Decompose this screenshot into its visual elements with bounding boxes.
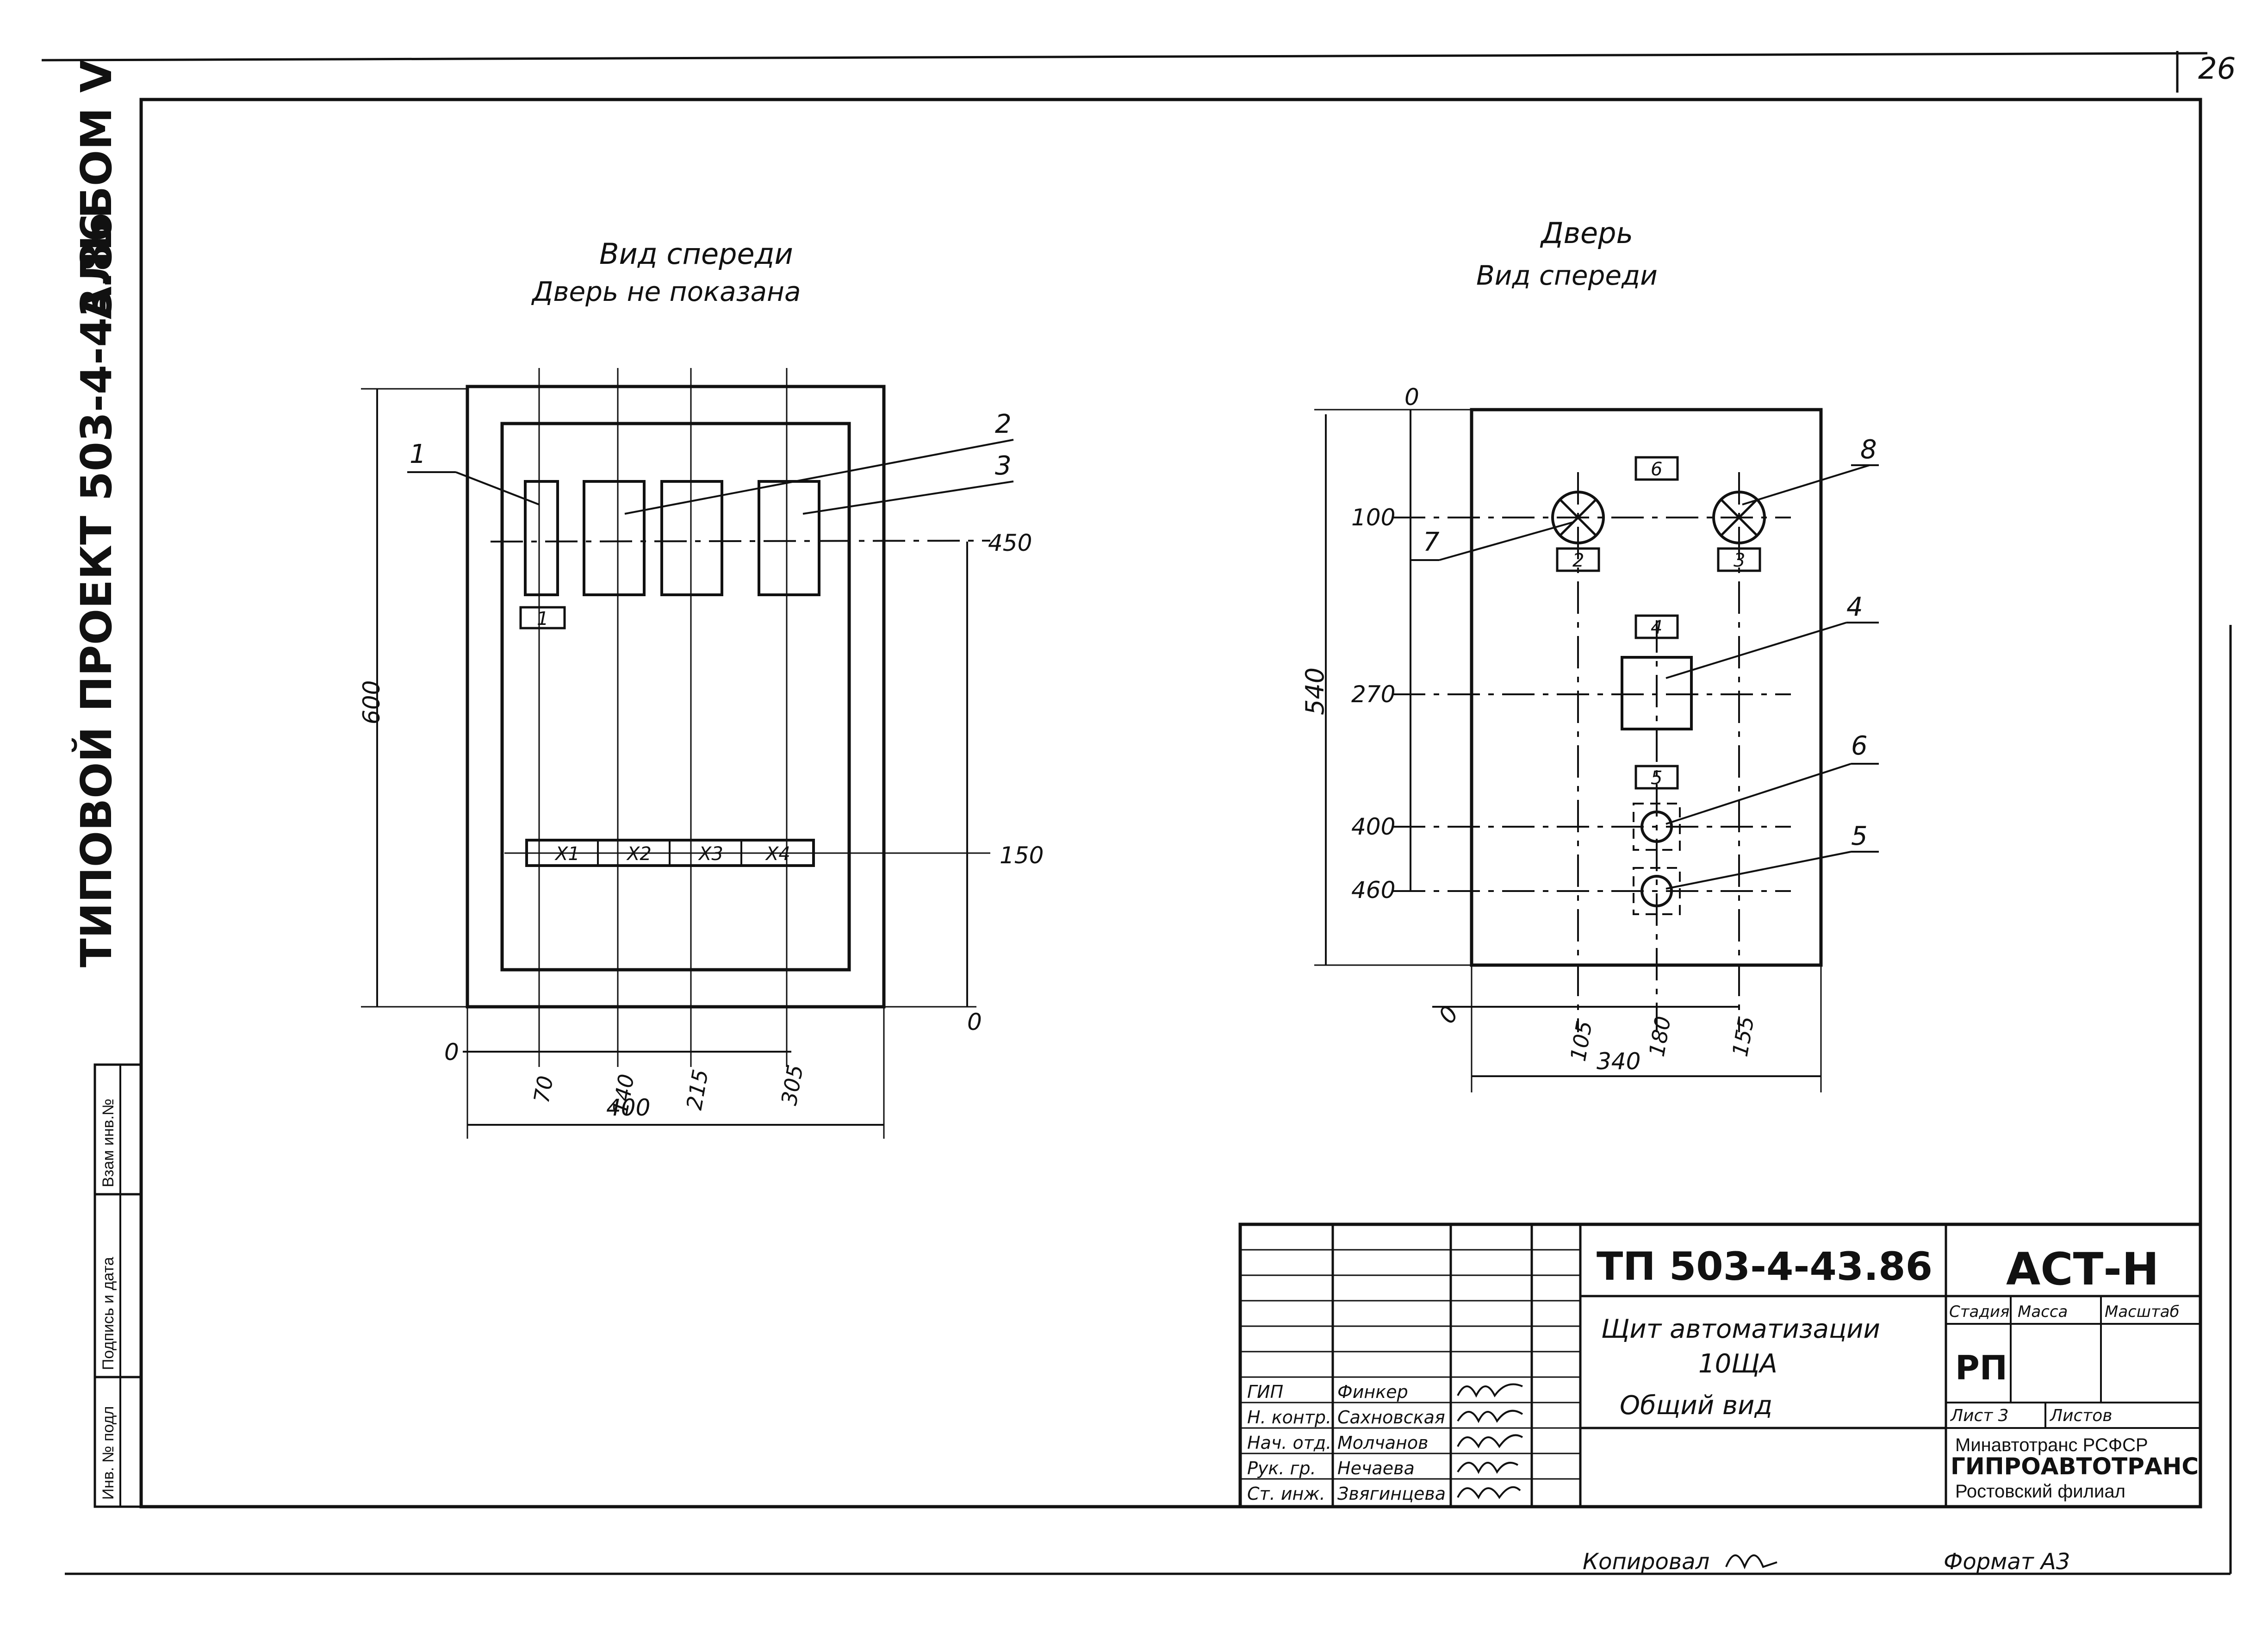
name-5: Звягинцева [1337, 1484, 1446, 1504]
label-plate-1-text: 1 [537, 608, 548, 630]
dim-width-400: 400 [606, 1094, 650, 1121]
drawing-frame [139, 98, 2202, 1509]
name-4: Нечаева [1337, 1458, 1415, 1478]
header-stage: Стадия [1949, 1303, 2009, 1321]
callout-left-2: 2 [995, 409, 1012, 439]
dim-x-180: 180 [1644, 1014, 1676, 1059]
lamp-left-icon [1551, 491, 1605, 544]
cabinet-outer [466, 385, 886, 1009]
name-line-3: Общий вид [1620, 1391, 1772, 1421]
dim-zero-bottom: 0 [1433, 1001, 1464, 1029]
role-ruk-gr: Рук. гр. [1247, 1458, 1316, 1478]
left-view: Вид спереди Дверь не показана 1 X1 X2 X3… [358, 237, 1044, 1139]
org-line-3: Ростовский филиал [1955, 1481, 2125, 1502]
right-view-title-1: Дверь [1540, 216, 1633, 250]
stage-value: РП [1955, 1348, 2007, 1387]
org-line-2: ГИПРОАВТОТРАНС [1951, 1453, 2199, 1480]
format-label: Формат А3 [1944, 1549, 2070, 1575]
project-label: ТИПОВОЙ ПРОЕКТ 503-4-43.86 [71, 212, 121, 967]
dim-y-100: 100 [1351, 504, 1395, 531]
sheets-label: Листов [2049, 1406, 2112, 1425]
button-5-icon [1633, 867, 1681, 915]
stamp-field-signature: Подпись и дата [99, 1257, 117, 1370]
callout-left-3: 3 [995, 451, 1012, 481]
terminal-x2: X2 [626, 843, 652, 865]
doc-number: ТП 503-4-43.86 [1597, 1244, 1932, 1289]
role-gip: ГИП [1247, 1382, 1283, 1402]
dim-y-400: 400 [1351, 813, 1395, 840]
label-plate-1 [519, 606, 566, 630]
dim-x-105: 105 [1566, 1019, 1597, 1063]
button-6-icon [1633, 803, 1681, 851]
dim-zero-left: 0 [444, 1039, 459, 1066]
callout-right-7: 7 [1423, 527, 1440, 557]
album-label: АЛЬБОМ V [72, 60, 121, 319]
dim-450: 450 [988, 530, 1032, 556]
dim-y-460: 460 [1351, 877, 1395, 904]
dim-width-340: 340 [1597, 1048, 1640, 1075]
dim-x-155: 155 [1727, 1014, 1759, 1059]
plate-4: 4 [1651, 617, 1662, 638]
dim-height-540: 540 [1300, 667, 1330, 715]
lamp-right-icon [1712, 491, 1766, 544]
dim-x-305: 305 [777, 1063, 808, 1107]
header-scale: Масштаб [2105, 1303, 2180, 1321]
plate-2: 2 [1572, 550, 1584, 571]
name-3: Молчанов [1337, 1433, 1429, 1453]
role-nach-otd: Нач. отд. [1247, 1433, 1331, 1453]
name-1: Финкер [1337, 1382, 1408, 1402]
plate-3: 3 [1734, 550, 1745, 571]
dim-150: 150 [1000, 842, 1044, 869]
callout-right-4: 4 [1846, 592, 1863, 622]
right-view-title-2: Вид спереди [1476, 260, 1658, 291]
left-view-title-2: Дверь не показана [531, 276, 801, 307]
name-line-1: Щит автоматизации [1601, 1314, 1880, 1344]
callout-right-6: 6 [1851, 731, 1868, 761]
stamp-field-replacement: Взам инв.№ [99, 1098, 117, 1187]
stamp-field-inventory: Инв. № подл [99, 1406, 117, 1500]
side-strip: АЛЬБОМ V ТИПОВОЙ ПРОЕКТ 503-4-43.86 Взам… [71, 60, 143, 1508]
dim-y-270: 270 [1351, 681, 1395, 708]
plate-6-top: 6 [1651, 459, 1662, 480]
name-line-2: 10ЩА [1698, 1349, 1777, 1379]
terminal-x4: X4 [765, 843, 790, 865]
callout-right-8: 8 [1860, 435, 1877, 465]
plate-5: 5 [1651, 767, 1662, 789]
header-mass: Масса [2018, 1303, 2068, 1321]
terminal-x1: X1 [554, 843, 580, 865]
title-block: ГИП Н. контр. Нач. отд. Рук. гр. Ст. инж… [1238, 1222, 2202, 1509]
name-2: Сахновская [1337, 1407, 1445, 1428]
left-view-title-1: Вид спереди [599, 237, 793, 271]
terminal-x3: X3 [698, 843, 723, 865]
sheet-label: Лист 3 [1950, 1406, 2009, 1425]
doc-code: АСТ-Н [2006, 1243, 2159, 1295]
callout-right-5: 5 [1851, 821, 1868, 851]
component-2b [660, 480, 723, 596]
component-2 [583, 480, 646, 596]
org-line-1: Минавтотранс РСФСР [1955, 1435, 2148, 1455]
door-outline [1470, 408, 1823, 967]
right-view: Дверь Вид спереди 0 540 100 270 400 460 [1300, 216, 1879, 1092]
dim-zero-top: 0 [1404, 384, 1419, 411]
dim-x-70: 70 [529, 1074, 558, 1105]
role-n-kontr: Н. контр. [1247, 1407, 1331, 1428]
page-number: 26 [2198, 52, 2236, 86]
cabinet-mounting-plate [500, 422, 851, 972]
dim-x-215: 215 [682, 1067, 713, 1112]
instrument-4 [1621, 656, 1693, 730]
role-st-inzh: Ст. инж. [1247, 1484, 1325, 1504]
copied-label: Копировал [1583, 1549, 1709, 1575]
dim-zero-right: 0 [967, 1009, 982, 1035]
dim-height-600: 600 [358, 680, 385, 724]
component-1 [524, 480, 559, 596]
callout-left-1: 1 [410, 439, 426, 469]
component-3 [758, 480, 820, 596]
